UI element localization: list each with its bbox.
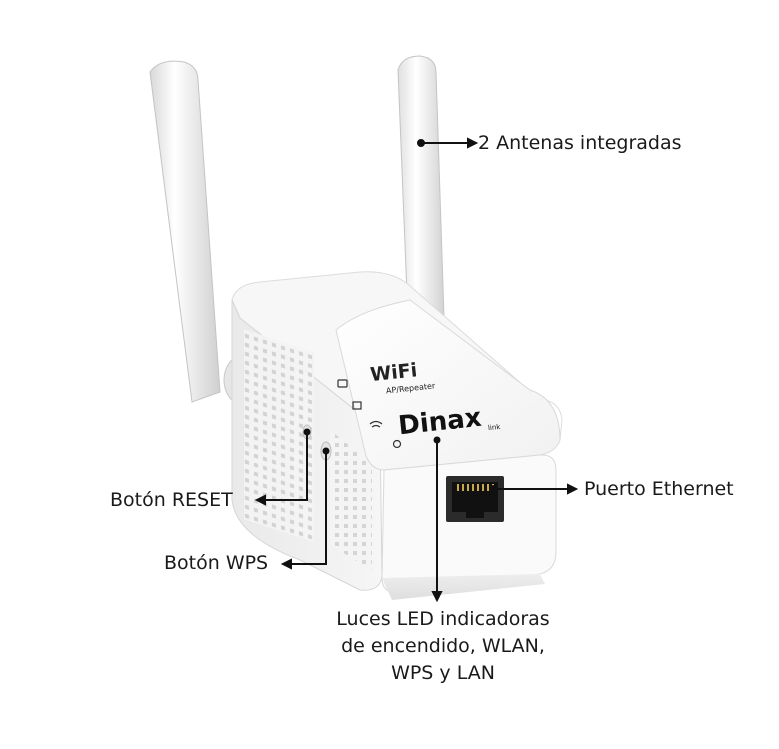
wps-callout-label: Botón WPS [164,552,269,574]
svg-text:WiFi: WiFi [369,359,418,386]
right-antenna [397,55,445,321]
ethernet-port [446,476,504,522]
led-callout-label: Luces LED indicadoras de encendido, WLAN… [313,606,573,687]
lan-led-icon [337,379,348,388]
svg-text:link: link [488,423,502,432]
ethernet-callout-label: Puerto Ethernet [584,478,734,500]
reset-callout-label: Botón RESET [110,489,233,511]
antennas-callout-label: 2 Antenas integradas [478,132,682,154]
callout-lines [254,137,579,603]
device-body [231,271,563,600]
led-callout-line-1: Luces LED indicadoras [336,608,550,630]
power-led-icon [392,439,402,449]
led-callout-line-3: WPS y LAN [391,662,495,684]
wps-led-icon [352,401,362,410]
led-callout-line-2: de encendido, WLAN, [341,635,545,657]
wifi-logo: WiFi AP/Repeater [369,359,436,395]
wlan-led-icon [369,420,383,428]
led-indicators [337,379,402,449]
